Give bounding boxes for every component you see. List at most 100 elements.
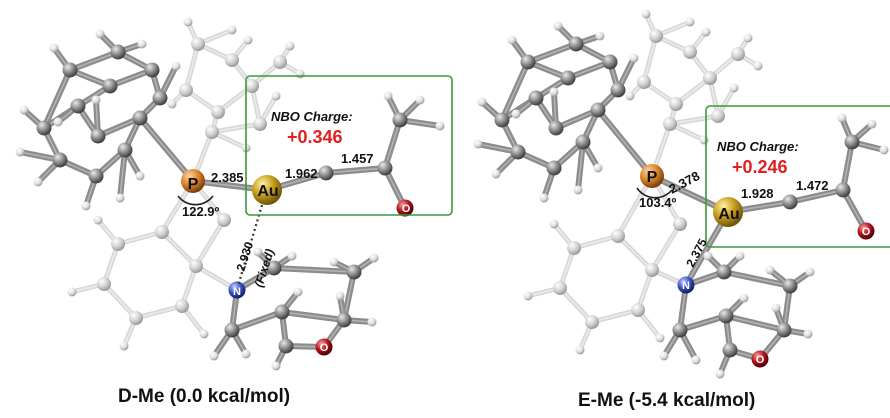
carbon-atom bbox=[731, 47, 745, 61]
left-p-angle: 122.9º bbox=[182, 204, 220, 219]
bond-highlight bbox=[325, 167, 386, 174]
gold-atom bbox=[713, 197, 743, 227]
bond-highlight bbox=[577, 141, 584, 191]
carbon-atom bbox=[494, 112, 510, 128]
carbon-atom bbox=[191, 37, 205, 51]
right-n-label: N bbox=[682, 280, 690, 292]
hydrogen-atom bbox=[53, 117, 63, 127]
right-charge-box bbox=[705, 105, 890, 248]
bond-highlight bbox=[597, 109, 653, 177]
bond bbox=[595, 107, 655, 179]
left-nbo-charge-label: NBO Charge: bbox=[271, 109, 353, 124]
hydrogen-atom bbox=[625, 91, 635, 101]
bond-highlight bbox=[195, 219, 225, 267]
bond-highlight bbox=[723, 271, 791, 287]
hydrogen-atom bbox=[435, 121, 445, 131]
hydrogen-atom bbox=[573, 185, 583, 195]
carbon-atom bbox=[520, 54, 536, 70]
bond-highlight bbox=[97, 117, 141, 137]
carbon-atom bbox=[253, 117, 267, 131]
hydrogen-atom bbox=[241, 349, 251, 359]
bond bbox=[323, 165, 388, 176]
carbon-atom bbox=[97, 277, 111, 291]
carbon-atom bbox=[782, 194, 798, 210]
hydrogen-atom bbox=[699, 135, 709, 145]
hydrogen-atom bbox=[879, 145, 889, 155]
hydrogen-atom bbox=[209, 351, 219, 361]
left-angle-arc bbox=[177, 195, 214, 206]
left-atoms bbox=[15, 17, 445, 371]
bond-highlight bbox=[281, 311, 345, 321]
right-o-label: O bbox=[862, 226, 871, 238]
carbon-atom bbox=[278, 338, 294, 354]
carbon-atom bbox=[722, 342, 738, 358]
oxygen-atom bbox=[396, 199, 414, 217]
left-o2-label: O bbox=[320, 342, 329, 354]
carbon-atom bbox=[568, 36, 584, 52]
hydrogen-atom bbox=[477, 97, 487, 107]
hydrogen-atom bbox=[867, 119, 877, 129]
carbon-atom bbox=[718, 308, 734, 324]
hydrogen-atom bbox=[415, 95, 425, 105]
carbon-atom bbox=[703, 71, 717, 85]
bond-highlight bbox=[43, 69, 71, 129]
carbon-atom bbox=[673, 217, 687, 231]
bond bbox=[840, 139, 855, 193]
right-p-label: P bbox=[647, 169, 658, 186]
hydrogen-atom bbox=[171, 61, 181, 71]
carbon-atom bbox=[175, 299, 189, 313]
hydrogen-atom bbox=[335, 291, 345, 301]
carbon-atom bbox=[217, 213, 231, 227]
hydrogen-atom bbox=[507, 35, 517, 45]
carbon-atom bbox=[225, 53, 239, 67]
carbon-atom bbox=[179, 83, 193, 97]
bond-highlight bbox=[555, 109, 599, 129]
left-n-label: N bbox=[233, 286, 241, 298]
hydrogen-atom bbox=[539, 193, 549, 203]
bond-highlight bbox=[103, 243, 119, 285]
carbon-atom bbox=[567, 241, 581, 255]
hydrogen-atom bbox=[511, 109, 521, 119]
bond-highlight bbox=[559, 247, 575, 289]
bond-highlight bbox=[643, 35, 657, 83]
hydrogen-atom bbox=[135, 171, 145, 181]
bond-highlight bbox=[119, 149, 126, 199]
carbon-atom bbox=[245, 79, 259, 93]
carbon-atom bbox=[835, 182, 851, 198]
hydrogen-atom bbox=[15, 147, 25, 157]
hydrogen-atom bbox=[67, 287, 77, 297]
bond bbox=[499, 59, 531, 123]
carbon-atom bbox=[266, 260, 282, 276]
hydrogen-atom bbox=[227, 25, 237, 35]
hydrogen-atom bbox=[93, 215, 103, 225]
hydrogen-atom bbox=[253, 247, 263, 257]
bond bbox=[271, 265, 357, 275]
bond-highlight bbox=[69, 51, 119, 71]
oxygen-atom bbox=[751, 350, 769, 368]
hydrogen-atom bbox=[367, 317, 377, 327]
carbon-atom bbox=[392, 112, 408, 128]
carbon-atom bbox=[110, 44, 126, 60]
hydrogen-atom bbox=[739, 293, 749, 303]
hydrogen-atom bbox=[119, 341, 129, 351]
bond bbox=[279, 309, 347, 323]
hydrogen-atom bbox=[729, 83, 739, 93]
bond-highlight bbox=[591, 309, 639, 323]
hydrogen-atom bbox=[49, 43, 59, 53]
hydrogen-atom bbox=[199, 329, 209, 339]
left-p-au-distance: 2.385 bbox=[211, 170, 244, 185]
hydrogen-atom bbox=[115, 193, 125, 203]
hydrogen-atom bbox=[715, 369, 725, 379]
carbon-atom bbox=[637, 75, 651, 89]
hydrogen-atom bbox=[805, 267, 815, 277]
hydrogen-atom bbox=[641, 9, 651, 19]
hydrogen-atom bbox=[765, 265, 775, 275]
bond-highlight bbox=[185, 43, 199, 91]
hydrogen-atom bbox=[593, 163, 603, 173]
hydrogen-atom bbox=[771, 303, 781, 313]
left-nbo-charge-value: +0.346 bbox=[287, 127, 343, 147]
hydrogen-atom bbox=[271, 361, 281, 371]
bond bbox=[525, 41, 579, 65]
left-au-n-dotted-line bbox=[236, 204, 264, 287]
